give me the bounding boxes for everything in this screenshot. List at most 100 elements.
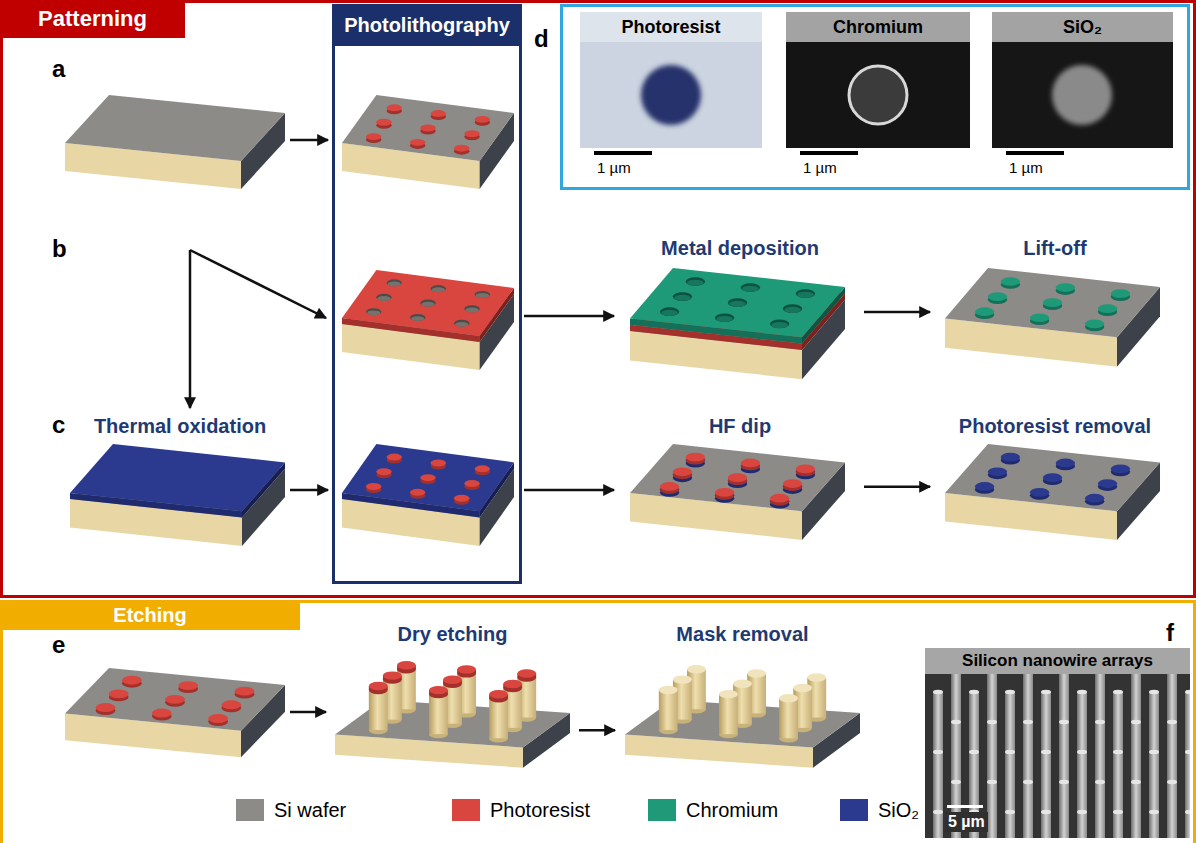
process-step: Metal deposition (620, 236, 860, 382)
legend-swatch (452, 799, 480, 821)
step-title: HF dip (620, 414, 860, 438)
wafer-dot (1098, 304, 1117, 313)
nanowire-image (925, 660, 1190, 838)
scale-bar (1006, 151, 1064, 155)
micrograph: Photoresist1 µm (580, 12, 762, 183)
wafer-hole (388, 282, 401, 287)
nanowire-top (1131, 720, 1141, 724)
wafer-hole (660, 307, 679, 316)
wafer-dot (464, 480, 479, 487)
silicon-pillar (779, 698, 798, 738)
nanowire-top (1167, 720, 1177, 724)
wafer-dot (464, 130, 479, 137)
wafer-illustration (945, 268, 1160, 367)
micrograph: Chromium1 µm (786, 12, 970, 183)
nanowire-top (1023, 780, 1033, 784)
process-arrow (524, 315, 614, 318)
wafer-dot (109, 689, 129, 698)
nanowire-top (951, 720, 961, 724)
micrograph: SiO₂1 µm (992, 12, 1173, 183)
process-step: Thermal oxidation (70, 414, 290, 550)
process-arrow (290, 711, 326, 714)
legend-item: SiO₂ (840, 797, 919, 823)
wafer-dot (660, 482, 679, 491)
image-title: Photoresist (580, 12, 762, 42)
pillar-top (687, 665, 706, 673)
wafer-hole (796, 289, 815, 298)
wafer-dot (366, 483, 381, 490)
wafer-face (945, 268, 1160, 337)
legend-swatch (236, 799, 264, 821)
nanowire-top (1113, 810, 1123, 814)
nanowire-top (1023, 720, 1033, 724)
process-arrow (864, 311, 930, 314)
wafer-hole (367, 310, 380, 315)
nanowire-top (969, 690, 979, 694)
wafer-face (630, 493, 802, 540)
wafer-dot (454, 495, 469, 502)
nanowire-top (1077, 690, 1087, 694)
pillar-top (733, 680, 752, 688)
wafer-dot (376, 468, 391, 475)
micrograph-image (992, 42, 1173, 148)
wafer-dot (376, 119, 391, 126)
scale-bar (594, 151, 652, 155)
section-panel: PatterningPhotolithographydPhotoresist1 … (0, 0, 1196, 598)
wafer-hole (455, 322, 468, 327)
nanowire (1149, 812, 1159, 838)
wafer-hole (376, 294, 391, 301)
wafer-dot (1001, 277, 1020, 286)
wafer-dot (122, 676, 142, 685)
wafer-dot (783, 479, 802, 488)
legend-label: SiO₂ (878, 797, 919, 823)
image-title: Silicon nanowire arrays (925, 648, 1190, 674)
wafer-dot (431, 110, 446, 117)
legend-swatch (648, 799, 676, 821)
wafer-hole (464, 305, 479, 312)
legend-label: Si wafer (274, 797, 346, 823)
wafer-hole (411, 316, 424, 321)
pillar-top (747, 669, 766, 677)
wafer-hole (454, 320, 469, 327)
nanowire-top (933, 750, 943, 754)
resist-cap (369, 682, 388, 690)
wafer-dot (1030, 488, 1049, 497)
wafer-illustration (630, 268, 845, 379)
nanowire-top (933, 690, 943, 694)
silicon-pillar (369, 690, 388, 730)
resist-cap (397, 661, 416, 669)
chromium-dot (849, 66, 907, 124)
wafer-hole (728, 298, 747, 307)
pillar-top (673, 675, 692, 683)
wafer-face (945, 444, 1160, 511)
nanowire-top (1185, 690, 1190, 694)
wafer-illustration (945, 444, 1160, 540)
pillar-top (793, 684, 812, 692)
nanowire (1095, 782, 1105, 838)
legend-item: Chromium (648, 797, 778, 823)
wafer-hole (476, 293, 489, 298)
wafer-hole (715, 313, 734, 322)
image-title: Chromium (786, 12, 970, 42)
wafer-dot (221, 700, 241, 709)
nanowire-top (1113, 750, 1123, 754)
resist-cap (443, 676, 462, 684)
wafer-dot (1030, 313, 1049, 322)
wafer-dot (152, 709, 172, 718)
process-arrow (524, 489, 614, 492)
wafer-dot (454, 145, 469, 152)
legend-item: Photoresist (452, 797, 590, 823)
legend-label: Chromium (686, 797, 778, 823)
process-arrow (290, 139, 328, 142)
panel-letter: c (52, 412, 65, 438)
wafer-dot (208, 714, 228, 723)
process-step: Mask removal (620, 622, 865, 776)
wafer-face (342, 270, 514, 336)
panel-letter: b (52, 236, 67, 262)
process-arrow (189, 250, 192, 408)
nanowire (1077, 812, 1087, 838)
process-box: Photolithography (332, 4, 522, 584)
pillar-top (659, 686, 678, 694)
wafer-dot (165, 695, 185, 704)
process-arrow (190, 250, 326, 318)
